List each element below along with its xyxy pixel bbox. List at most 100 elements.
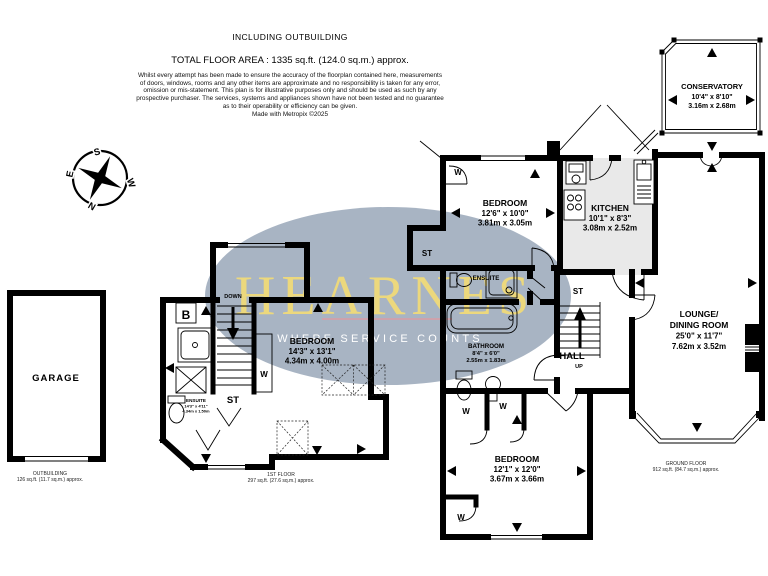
bathroom-imperial: 8'4" x 6'0": [472, 351, 500, 357]
lounge-name-line1: LOUNGE/: [680, 309, 719, 319]
arrow-right-icon: [577, 466, 586, 476]
conservatory-name: CONSERVATORY: [681, 82, 743, 91]
arrow-down-icon: [201, 454, 211, 463]
bedroom2-label: BEDROOM 12'6" x 10'0" 3.81m x 3.05m: [478, 198, 532, 228]
ensuite1-name: ENSUITE: [186, 398, 206, 403]
stairs-up: [560, 302, 601, 358]
arrow-down-icon: [312, 446, 322, 455]
window-icon: [477, 155, 529, 161]
wardrobe-label: W: [457, 513, 465, 522]
lounge-label: LOUNGE/ DINING ROOM 25'0" x 11'7" 7.62m …: [670, 309, 729, 351]
stairs-down: DOWN: [215, 294, 252, 386]
arrow-up-icon: [530, 169, 540, 178]
door-icon: [529, 275, 546, 289]
toilet-icon: [167, 395, 186, 424]
compass-star-icon: [78, 156, 122, 200]
bathroom-metric: 2.55m x 1.83m: [466, 358, 505, 364]
arrow-right-icon: [546, 208, 555, 218]
arrow-up-icon: [512, 415, 522, 424]
arrow-up-icon: [201, 306, 211, 315]
kitchen-imperial: 10'1" x 8'3": [589, 214, 632, 223]
bathroom-label: BATHROOM 8'4" x 6'0" 2.55m x 1.83m: [466, 343, 505, 364]
garage-walls: [7, 290, 106, 462]
bedroom3-closet-walls: [440, 388, 527, 508]
door-icon: [544, 390, 579, 412]
ensuite1-imperial: 14'3" x 4'11": [184, 404, 207, 409]
window-icon: [224, 242, 289, 248]
arrow-up-icon: [707, 163, 717, 172]
door-icon: [631, 294, 656, 321]
chimney-breast: [745, 352, 760, 372]
arrow-left-icon: [447, 466, 456, 476]
wardrobe-label: W: [260, 370, 268, 379]
kitchen-label: KITCHEN 10'1" x 8'3" 3.08m x 2.52m: [583, 203, 637, 233]
bedroom2-metric: 3.81m x 3.05m: [478, 219, 532, 228]
wardrobe-label: W: [462, 407, 470, 416]
porch-pillar: [547, 141, 560, 159]
canopy-line: [419, 140, 442, 159]
arrow-right-icon: [357, 444, 366, 454]
bedroom3-metric: 3.67m x 3.66m: [490, 475, 544, 484]
bay-window-icon: [629, 411, 763, 444]
kitchen-name: KITCHEN: [591, 203, 629, 213]
watermark-ellipse: [205, 207, 571, 385]
credit-line: Made with Metropix ©2025: [251, 110, 329, 118]
first-floor-outer-walls: [158, 242, 389, 472]
boiler-label: B: [182, 308, 191, 322]
compass-east: E: [64, 170, 76, 178]
conservatory-label: CONSERVATORY 10'4" x 8'10" 3.16m x 2.68m: [681, 82, 743, 110]
garage-name: GARAGE: [32, 373, 80, 384]
header: INCLUDING OUTBUILDING TOTAL FLOOR AREA :…: [80, 32, 500, 118]
bedroom1-metric: 4.34m x 4.00m: [285, 357, 339, 366]
ground-floor-caption: GROUND FLOOR 912 sq.ft. (84.7 sq.m.) app…: [653, 461, 720, 473]
bedroom3-label: BEDROOM 12'1" x 12'0" 3.67m x 3.66m: [490, 454, 544, 484]
compass-rose: S E W N: [63, 145, 139, 214]
ground-floor-area: 912 sq.ft. (84.7 sq.m.) approx.: [653, 467, 720, 473]
front-door-icon: [589, 157, 613, 181]
ground-floor-walls-kitchen: [557, 149, 658, 275]
up-label: UP: [575, 364, 583, 370]
conservatory-metric: 3.16m x 2.68m: [688, 103, 735, 110]
conservatory-structure: [659, 37, 763, 136]
conservatory-imperial: 10'4" x 8'10": [691, 94, 732, 101]
disclaimer-line: as to their operability or efficiency ca…: [222, 102, 358, 110]
hall-name: HALL: [559, 351, 585, 362]
arrow-down-icon: [512, 523, 522, 532]
storage-label: ST: [422, 249, 432, 258]
arrow-left-icon: [165, 363, 174, 373]
bedroom1-label: BEDROOM 14'3" x 13'1" 4.34m x 4.00m: [285, 336, 339, 366]
double-door-icon: [699, 154, 723, 167]
wardrobe-icon: [255, 333, 273, 393]
boiler-cupboard: [175, 302, 197, 324]
disclaimer-line: omission or mis-statement. This plan is …: [143, 87, 437, 95]
porch-canopy: [559, 104, 650, 151]
closet-door-icon: [443, 165, 468, 185]
ground-floor-label: GROUND FLOOR: [666, 461, 707, 467]
disclaimer-line: Whilst every attempt has been made to en…: [137, 72, 443, 79]
first-floor-inner-walls: [210, 297, 257, 395]
first-floor-caption: 1ST FLOOR 297 sq.ft. (27.6 sq.m.) approx…: [248, 472, 315, 484]
kitchen-metric: 3.08m x 2.52m: [583, 224, 637, 233]
wardrobe-label: W: [499, 402, 507, 411]
shower-icon: [485, 266, 518, 299]
fireplace-alcove: [745, 346, 762, 351]
garage-door-icon: [22, 456, 91, 462]
bifold-door-icon: [195, 429, 221, 451]
hob-icon: [563, 189, 586, 221]
outbuilding-caption: OUTBUILDING 126 sq.ft. (11.7 sq.m.) appr…: [17, 471, 83, 483]
door-icon: [533, 354, 558, 381]
bedroom3-name: BEDROOM: [495, 454, 539, 464]
first-floor-label: 1ST FLOOR: [267, 472, 295, 478]
arrow-left-icon: [668, 95, 677, 105]
first-floor-area: 297 sq.ft. (27.6 sq.m.) approx.: [248, 478, 315, 484]
shower-icon: [177, 327, 213, 363]
disclaimer-line: of doors, windows, rooms and any other i…: [139, 79, 441, 87]
watermark: HEARNES WHERE SERVICE COUNTS: [205, 207, 571, 385]
basin-icon: [485, 376, 501, 402]
bathroom-name: BATHROOM: [468, 343, 504, 350]
arrow-left-icon: [451, 208, 460, 218]
window-icon: [487, 534, 546, 540]
door-icon: [531, 247, 555, 269]
arrow-down-icon: [227, 328, 239, 340]
